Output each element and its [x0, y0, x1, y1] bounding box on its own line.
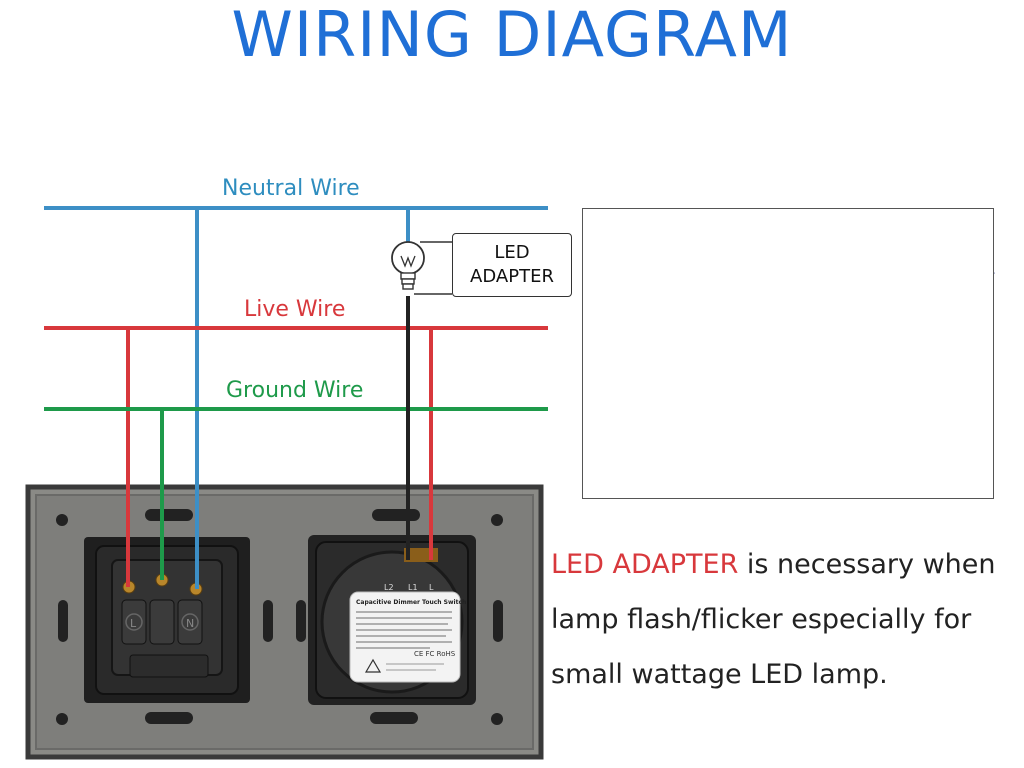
photo-frame: [582, 208, 994, 499]
adapter-note: LED ADAPTER is necessary when lamp flash…: [551, 537, 1021, 702]
switch-label: [349, 591, 461, 683]
switch-terminal-l1: L1: [408, 583, 418, 592]
adapter-leads: [414, 241, 452, 295]
ground-wire-label: Ground Wire: [226, 378, 364, 403]
note-highlight: LED ADAPTER: [551, 549, 739, 580]
plate-hole: [491, 713, 503, 725]
plate-slot: [296, 600, 306, 642]
led-adapter-box: LED ADAPTER: [452, 233, 572, 297]
live-wire: [44, 326, 548, 587]
socket-module: L N: [84, 537, 250, 703]
led-adapter-line2: ADAPTER: [470, 266, 554, 287]
switch-terminal-l2: L2: [384, 583, 394, 592]
plate-slot: [58, 600, 68, 642]
bulb-icon: [391, 241, 425, 290]
page-title: WIRING DIAGRAM: [231, 0, 793, 71]
socket-terminal-n: N: [186, 617, 194, 630]
led-adapter-line1: LED: [494, 242, 530, 263]
socket-terminal-l: L: [130, 617, 137, 630]
plate-hole: [56, 713, 68, 725]
switch-module: L2 L1 L Capacitive Dimmer Touch Switch C…: [308, 535, 476, 705]
plate-slot: [370, 712, 418, 724]
neutral-wire-label: Neutral Wire: [222, 176, 360, 201]
switch-terminal-l: L: [429, 583, 434, 592]
note-line3: small wattage LED lamp.: [551, 659, 888, 690]
switch-marks: CE FC RoHS: [414, 650, 456, 658]
note-line2: lamp flash/flicker especially for: [551, 604, 972, 635]
plate-slot: [263, 600, 273, 642]
plate-slot: [145, 712, 193, 724]
plate-hole: [491, 514, 503, 526]
switch-label-title: Capacitive Dimmer Touch Switch: [356, 599, 466, 606]
plate-slot: [372, 509, 420, 521]
ground-wire: [44, 407, 548, 580]
plate-slot: [145, 509, 193, 521]
plate-hole: [56, 514, 68, 526]
note-line1-rest: is necessary when: [738, 549, 996, 580]
neutral-wire: [44, 206, 548, 589]
live-wire-label: Live Wire: [244, 297, 346, 322]
plate-slot: [493, 600, 503, 642]
note-line1: LED ADAPTER is necessary when: [551, 537, 1021, 592]
